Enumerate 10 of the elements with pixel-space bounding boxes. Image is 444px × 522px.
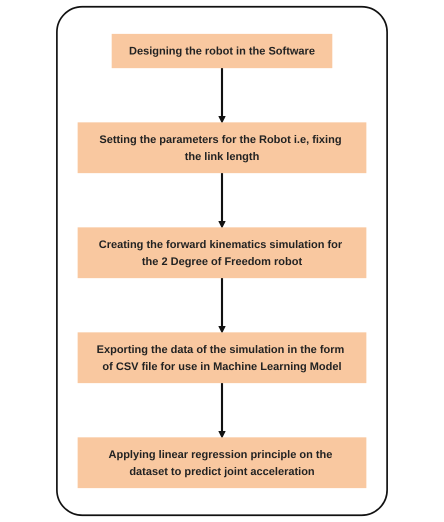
arrow [218,382,226,438]
arrow [218,172,226,228]
arrow [218,278,226,334]
node-box: Exporting the data of the simulation in the form of CSV file for use in Machine Learning Model [78,332,366,384]
node-box: Setting the parameters for the Robot i.e, fixing the link length [78,122,366,174]
node-box: Applying linear regression principle on the dataset to predict joint acceleration [78,437,366,488]
node-box: Designing the robot in the Software [112,34,332,68]
node-box: Creating the forward kinematics simulation for the 2 Degree of Freedom robot [78,227,366,278]
cluster [56,6,388,516]
arrow [218,68,226,124]
